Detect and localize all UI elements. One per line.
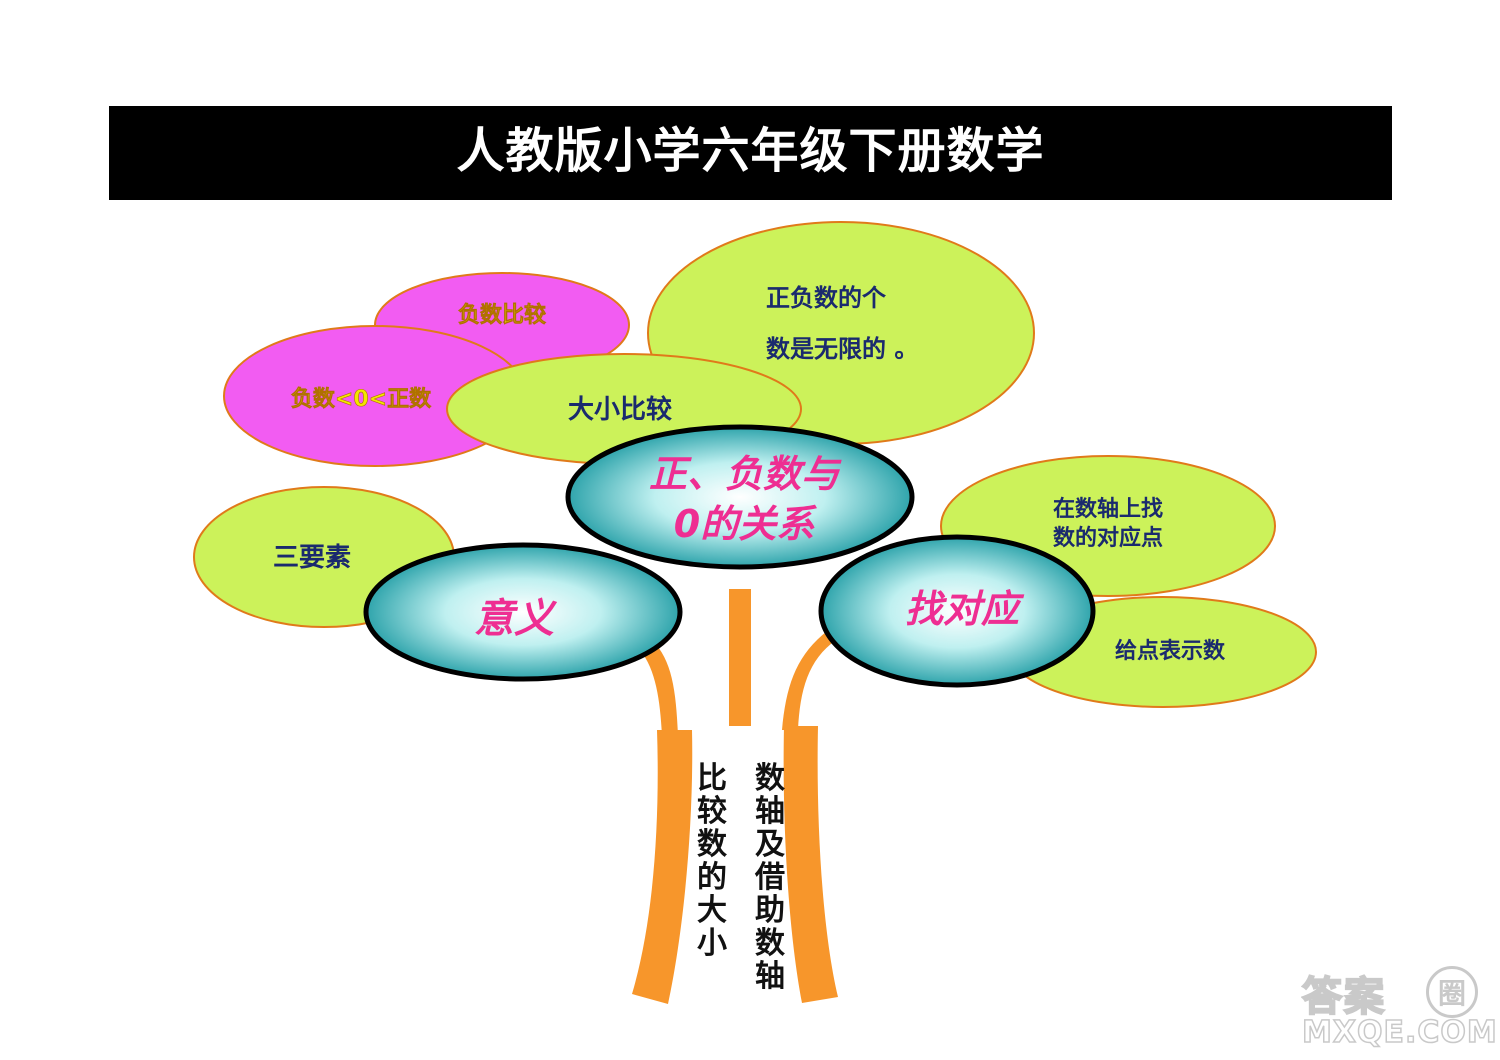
- trunk-left-branch: [640, 640, 678, 735]
- leaf-neg-zero-pos-label: 负数<0<正数: [291, 386, 432, 412]
- main-nodes: 正、负数与 0的关系 意义 找对应: [363, 424, 1096, 688]
- watermark-bottom-text: MXQE.COM: [1301, 1014, 1498, 1051]
- node-right: [818, 534, 1096, 688]
- node-center-label-line1: 正、负数与: [649, 452, 842, 496]
- node-right-label: 找对应: [905, 587, 1025, 631]
- leaf-point-number-label: 给点表示数: [1115, 638, 1226, 664]
- leaf-labels: 负数比较 负数<0<正数 大小比较 正负数的个 数是无限的 。 三要素 在数轴上…: [273, 284, 1226, 664]
- watermark-top-text: 答案: [1301, 973, 1386, 1021]
- trunk-right-branch: [782, 632, 836, 730]
- watermark-logo: 答案 圈 MXQE.COM: [1298, 964, 1498, 1054]
- leaves: [193, 221, 1317, 708]
- leaf-infinite-label-line2: 数是无限的 。: [766, 335, 918, 363]
- trunk-left-label: 比较数的大小: [697, 761, 727, 961]
- trunk-right-label: 数轴及借助数轴: [755, 761, 785, 994]
- node-left: [363, 542, 683, 682]
- leaf-size-compare-label: 大小比较: [568, 394, 672, 425]
- leaf-neg-compare-label: 负数比较: [458, 302, 546, 328]
- leaf-find-point-label-line2: 数的对应点: [1053, 525, 1163, 551]
- trunk-middle-bar: [729, 589, 751, 726]
- tree-trunk: [632, 589, 838, 1004]
- page-title: 人教版小学六年级下册数学: [456, 123, 1045, 179]
- node-center-label-line2: 0的关系: [674, 502, 817, 546]
- node-left-label: 意义: [474, 596, 558, 642]
- trunk-left-stem: [632, 730, 693, 1004]
- title-bar: 人教版小学六年级下册数学: [109, 106, 1392, 200]
- node-center: [565, 424, 915, 570]
- trunk-right-stem: [783, 726, 838, 1003]
- leaf-infinite-label-line1: 正负数的个: [766, 284, 887, 312]
- leaf-three-elements-label: 三要素: [273, 543, 351, 573]
- watermark-circle-text: 圈: [1426, 966, 1478, 1018]
- leaf-find-point-label-line1: 在数轴上找: [1053, 496, 1163, 522]
